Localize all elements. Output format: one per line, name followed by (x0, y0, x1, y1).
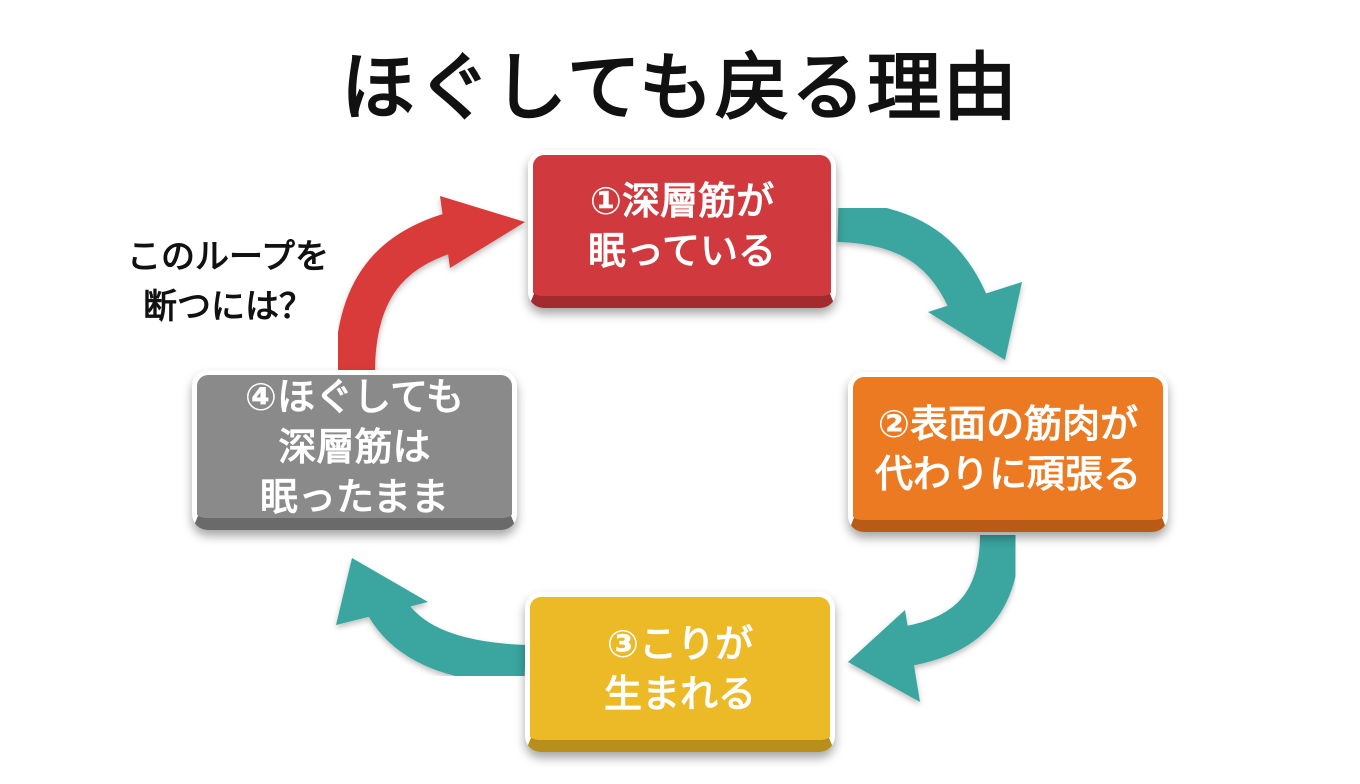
step-box-3: ③こりが 生まれる (525, 592, 835, 752)
step-label-1: ①深層筋が 眠っている (587, 178, 777, 273)
step-label-2: ②表面の筋肉が 代わりに頑張る (874, 401, 1141, 496)
arrow-step2-to-step3 (848, 534, 1020, 702)
step-box-1: ①深層筋が 眠っている (528, 150, 836, 308)
arrow-step3-to-step4 (336, 558, 526, 685)
arrow-step4-to-step1 (335, 196, 525, 373)
page-title: ほぐしても戻る理由 (340, 45, 1020, 131)
step-label-4: ④ほぐしても 深層筋は 眠ったまま (244, 374, 465, 519)
step-label-3: ③こりが 生まれる (603, 621, 756, 716)
arrow-step1-to-step2 (837, 202, 1022, 360)
step-box-4: ④ほぐしても 深層筋は 眠ったまま (192, 370, 517, 530)
loop-question: このループを 断つには？ (127, 237, 329, 327)
step-box-2: ②表面の筋肉が 代わりに頑張る (848, 372, 1168, 532)
